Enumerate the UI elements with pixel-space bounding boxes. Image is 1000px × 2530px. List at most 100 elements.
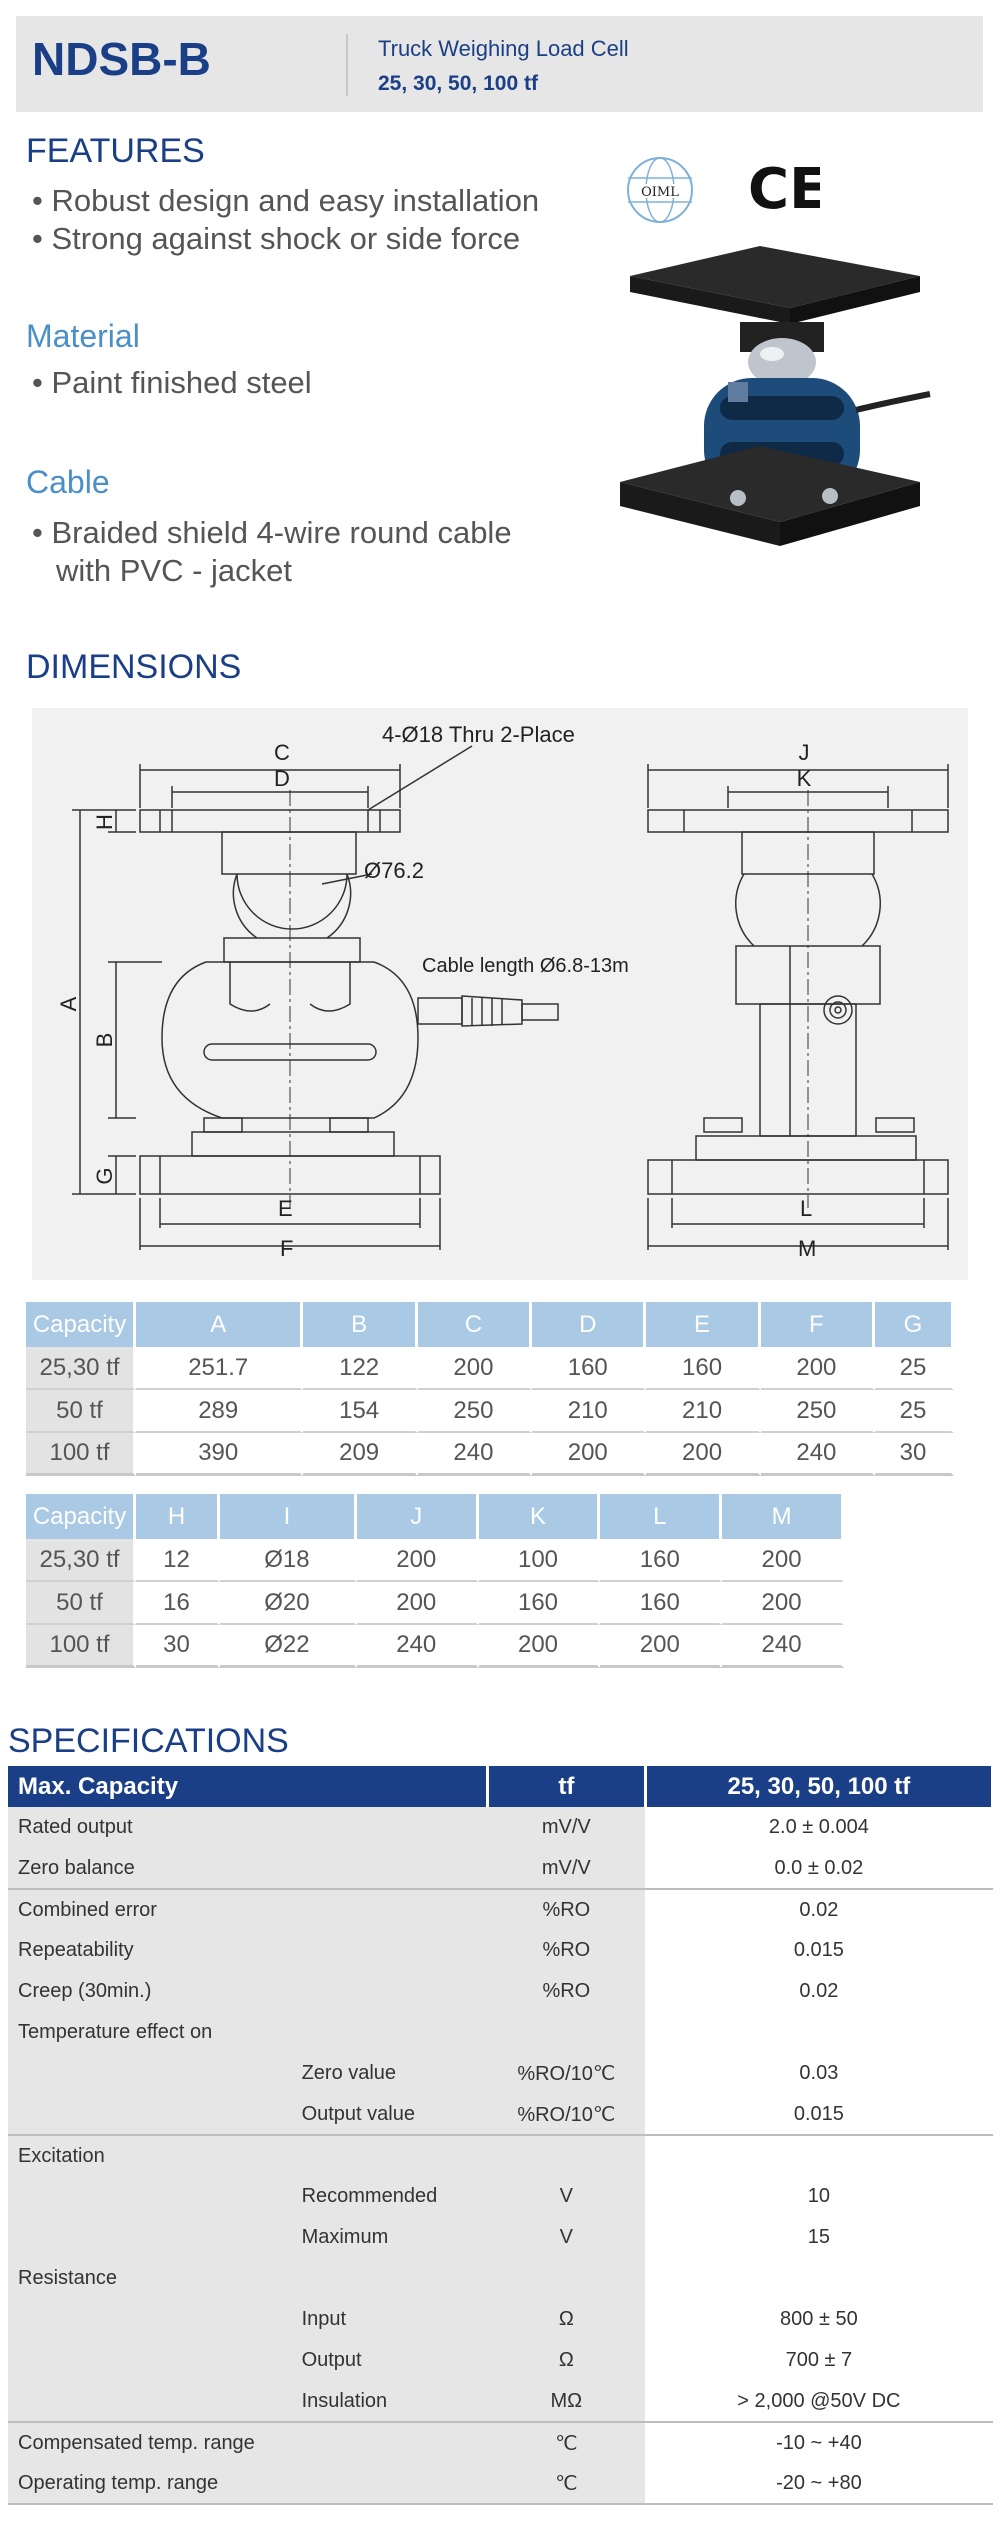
dim-label-k: K [797,766,812,791]
table-cell: 50 tf [26,1390,136,1433]
spec-row: Excitation [8,2134,993,2176]
table-cell: 200 [646,1433,761,1476]
table-cell: 289 [136,1390,304,1433]
table-header: G [875,1302,954,1347]
spec-value: -10 ~ +40 [645,2421,993,2463]
spec-row: Temperature effect on [8,2012,993,2053]
spec-row: Output value %RO/10℃ 0.015 [8,2094,993,2135]
table-row: 25,30 tf 251.7 122 200 160 160 200 25 [26,1347,954,1390]
dim-label-j: J [799,740,810,765]
ce-text: CE [748,160,820,216]
spec-label [8,2176,292,2217]
spec-value: 800 ± 50 [645,2299,993,2340]
dim-label-cable-length: Cable length Ø6.8-13m [422,955,629,977]
table-cell: 160 [600,1539,723,1582]
dim-label-d: D [274,766,290,791]
dim-label-b: B [92,1033,117,1048]
dim-label-ball-diameter: Ø76.2 [364,858,424,883]
table-cell: 200 [356,1582,479,1625]
table-cell: 250 [760,1390,876,1433]
spec-row: Zero balance mV/V 0.0 ± 0.02 [8,1848,993,1889]
material-item: Paint finished steel [32,364,311,402]
dimensions-table-1: Capacity A B C D E F G 25,30 tf 251.7 12… [26,1302,954,1476]
spec-value [645,2134,993,2176]
specifications-table: Max. Capacity tf 25, 30, 50, 100 tf Rate… [8,1766,995,2505]
table-cell: 100 [478,1539,601,1582]
spec-row: Creep (30min.) %RO 0.02 [8,1971,993,2012]
spec-label: Creep (30min.) [8,1971,292,2012]
table-cell: 200 [722,1539,844,1582]
table-cell: 25 [875,1390,954,1433]
spec-row: Resistance [8,2258,993,2299]
dim-label-f: F [280,1236,293,1261]
table-row: 50 tf 16 Ø20 200 160 160 200 [26,1582,844,1625]
spec-unit: MΩ [487,2381,646,2422]
table-header: E [646,1302,761,1347]
spec-unit: %RO/10℃ [487,2094,646,2135]
table-cell: 30 [136,1625,221,1668]
spec-value: > 2,000 @50V DC [645,2381,993,2422]
spec-sublabel: Insulation [291,2381,488,2422]
spec-sublabel [291,1888,488,1930]
table-cell: 100 tf [26,1433,136,1476]
load-cell-product-image [620,246,931,546]
spec-sublabel: Output value [291,2094,488,2135]
spec-value: 0.0 ± 0.02 [645,1848,993,1889]
spec-row: Recommended V 10 [8,2176,993,2217]
table-cell: 200 [417,1347,533,1390]
dimension-drawing: C D 4-Ø18 Thru 2-Place Ø76.2 Cable lengt… [32,708,968,1280]
spec-row: Combined error %RO 0.02 [8,1888,993,1930]
specifications-title: SPECIFICATIONS [8,1722,289,1760]
oiml-logo-icon: OIML [627,157,693,223]
material-list: Paint finished steel [32,364,311,402]
header-band [16,16,983,112]
spec-unit: V [487,2217,646,2258]
table-header: M [722,1494,844,1539]
spec-sublabel: Recommended [291,2176,488,2217]
table-cell: 200 [478,1625,601,1668]
spec-unit: %RO [487,1930,646,1971]
table-cell: 240 [760,1433,876,1476]
spec-sublabel: Output [291,2340,488,2381]
spec-label: Resistance [8,2258,292,2299]
spec-header-capacity: Max. Capacity [8,1766,489,1807]
spec-sublabel: Input [291,2299,488,2340]
cable-title: Cable [26,464,110,500]
spec-row: Operating temp. range ℃ -20 ~ +80 [8,2463,993,2505]
table-cell: Ø22 [220,1625,357,1668]
capacity-list: 25, 30, 50, 100 tf [378,72,538,95]
spec-unit: %RO [487,1888,646,1930]
spec-value: 0.02 [645,1888,993,1930]
spec-unit: ℃ [487,2463,646,2505]
spec-sublabel [291,2012,488,2053]
table-cell: 122 [303,1347,418,1390]
table-cell: 210 [646,1390,761,1433]
spec-unit: %RO [487,1971,646,2012]
table-cell: 25 [875,1347,954,1390]
table-header-row: Capacity H I J K L M [26,1494,844,1539]
spec-unit [487,2134,646,2176]
cable-item: Braided shield 4-wire round cable [32,514,511,552]
table-row: 50 tf 289 154 250 210 210 250 25 [26,1390,954,1433]
spec-row: Output Ω 700 ± 7 [8,2340,993,2381]
table-header: H [136,1494,221,1539]
table-cell: Ø18 [220,1539,357,1582]
table-cell: 12 [136,1539,221,1582]
table-cell: 240 [722,1625,844,1668]
spec-value [645,2012,993,2053]
header-divider [346,34,348,96]
table-cell: 50 tf [26,1582,136,1625]
table-cell: 390 [136,1433,304,1476]
spec-value: 0.015 [645,2094,993,2135]
dimensions-table-2: Capacity H I J K L M 25,30 tf 12 Ø18 200… [26,1494,844,1668]
spec-value [645,2258,993,2299]
dim-label-l: L [800,1196,812,1221]
table-cell: 210 [532,1390,647,1433]
spec-unit: Ω [487,2299,646,2340]
spec-unit: mV/V [487,1807,646,1848]
spec-sublabel: Zero value [291,2053,488,2094]
spec-sublabel: Maximum [291,2217,488,2258]
table-cell: Ø20 [220,1582,357,1625]
table-cell: 200 [760,1347,876,1390]
spec-label: Temperature effect on [8,2012,292,2053]
